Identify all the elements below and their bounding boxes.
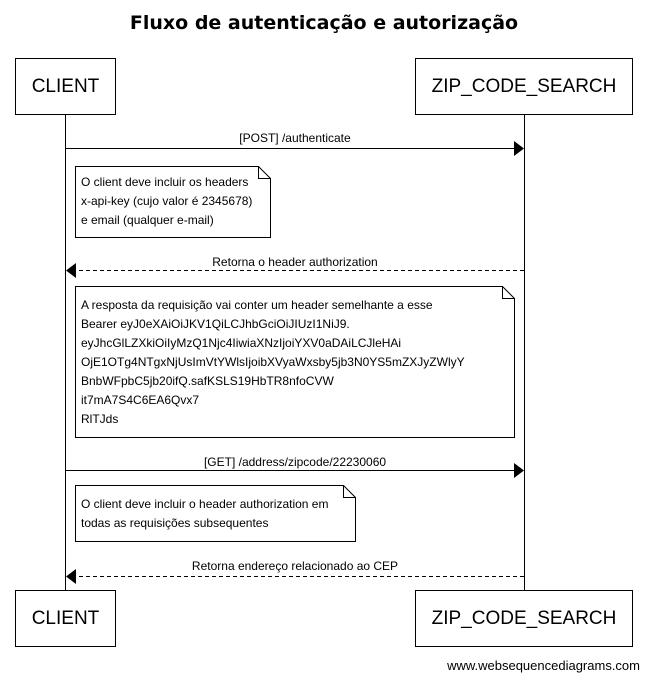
- message-label-2: Retorna o header authorization: [212, 255, 378, 269]
- participant-client-bottom: CLIENT: [15, 590, 116, 647]
- note-text-3: O client deve incluir o header authoriza…: [81, 497, 329, 530]
- arrowhead-4: [66, 569, 76, 584]
- note-text-1: O client deve incluir os headers x-api-k…: [81, 175, 253, 227]
- note-fold-3: [343, 485, 356, 498]
- participant-zip-code-search-bottom: ZIP_CODE_SEARCH: [415, 590, 633, 647]
- note-box-3: [75, 485, 356, 542]
- participant-zip-code-search-top: ZIP_CODE_SEARCH: [415, 58, 633, 115]
- arrowhead-2: [66, 263, 76, 278]
- note-fold-2: [502, 286, 515, 299]
- diagram-title: Fluxo de autenticação e autorização: [129, 12, 519, 34]
- note-box-1: [75, 166, 271, 238]
- message-label-3: [GET] /address/zipcode/22230060: [203, 455, 387, 469]
- footer-credit: www.websequencediagrams.com: [447, 658, 640, 673]
- note-fold-1: [258, 166, 271, 179]
- message-label-4: Retorna endereço relacionado ao CEP: [191, 559, 399, 573]
- participant-client-top: CLIENT: [15, 58, 116, 115]
- note-text-2: A resposta da requisição vai conter um h…: [81, 298, 465, 426]
- message-label-1: [POST] /authenticate: [239, 131, 351, 145]
- note-box-2: [75, 286, 515, 438]
- arrowhead-3: [514, 463, 524, 478]
- arrowhead-1: [514, 141, 524, 156]
